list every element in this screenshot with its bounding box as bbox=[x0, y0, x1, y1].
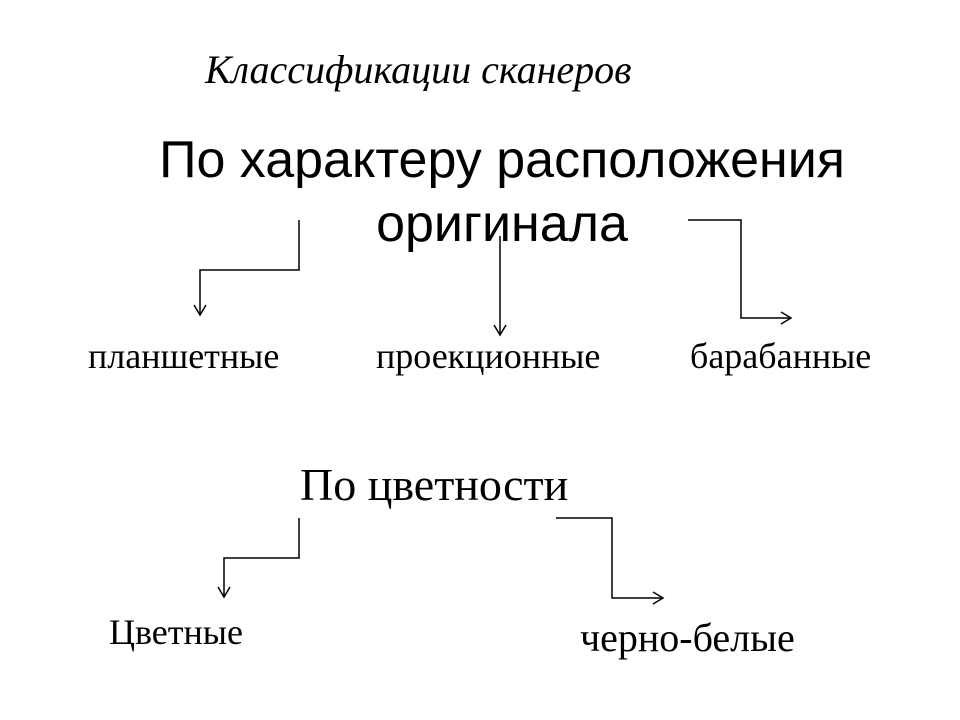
category-black-white: черно-белые bbox=[580, 615, 795, 660]
category-projection: проекционные bbox=[376, 336, 601, 376]
category-color: Цветные bbox=[109, 612, 243, 652]
arrowhead-drum bbox=[780, 311, 793, 325]
arrow-to-drum bbox=[688, 219, 790, 319]
arrowhead-flatbed bbox=[193, 304, 207, 317]
criterion-color-heading: По цветности bbox=[300, 459, 569, 510]
arrow-to-flatbed bbox=[199, 220, 300, 314]
criterion-placement-heading: По характеру расположения оригинала bbox=[0, 128, 960, 256]
criterion-placement-line1: По характеру расположения bbox=[159, 131, 845, 189]
arrow-to-black-white bbox=[556, 517, 662, 599]
category-flatbed: планшетные bbox=[88, 336, 280, 376]
arrow-to-color bbox=[223, 518, 300, 596]
category-drum: барабанные bbox=[690, 336, 872, 376]
arrowhead-black-white bbox=[652, 591, 665, 605]
criterion-placement-line2: оригинала bbox=[376, 195, 628, 253]
arrowhead-projection bbox=[493, 324, 507, 337]
arrowhead-color bbox=[217, 586, 231, 599]
diagram-title: Классификации сканеров bbox=[205, 47, 632, 92]
